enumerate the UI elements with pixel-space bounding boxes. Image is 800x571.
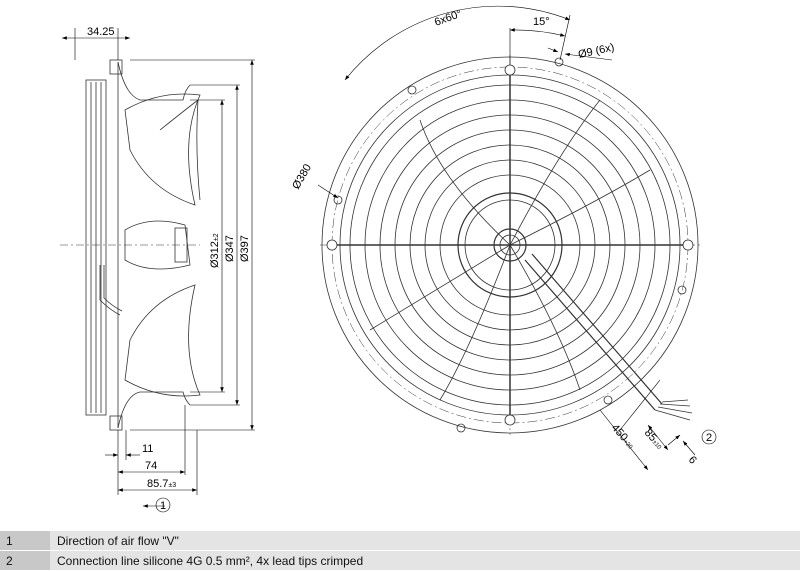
front-view-dimensions: [317, 5, 717, 471]
callout-1: 1: [160, 500, 166, 512]
dim-397: Ø397: [239, 235, 251, 262]
side-view: [60, 59, 201, 431]
tip-length: 6: [686, 454, 699, 467]
dim-11: 11: [142, 443, 153, 455]
angle-6x60: 6x60°: [433, 8, 464, 29]
angle-15: 15°: [533, 16, 550, 28]
legend-table: 1 Direction of air flow "V" 2 Connection…: [0, 530, 800, 571]
legend-number: 1: [0, 531, 50, 550]
legend-number: 2: [0, 551, 50, 570]
dim-74: 74: [145, 460, 157, 472]
cable-length: 450+20: [609, 422, 637, 452]
dim-85-7: 85.7±3: [147, 478, 176, 490]
dim-312: Ø312±2: [209, 233, 221, 268]
dim-347: Ø347: [224, 235, 236, 262]
fan-technical-drawing: 34.25 Ø312±2 Ø347 Ø397 11 74 85.7±3 1: [60, 5, 717, 513]
front-view: [320, 55, 700, 435]
bolt-circle-diameter: Ø380: [290, 162, 314, 191]
callout-2: 2: [706, 432, 712, 444]
legend-text: Direction of air flow "V": [50, 531, 800, 550]
dim-34-25: 34.25: [87, 26, 115, 38]
strip-length: 85±10: [642, 427, 666, 452]
side-view-dimensions: [62, 28, 255, 513]
legend-row: 1 Direction of air flow "V": [0, 531, 800, 550]
legend-text: Connection line silicone 4G 0.5 mm², 4x …: [50, 551, 800, 570]
legend-row: 2 Connection line silicone 4G 0.5 mm², 4…: [0, 551, 800, 570]
